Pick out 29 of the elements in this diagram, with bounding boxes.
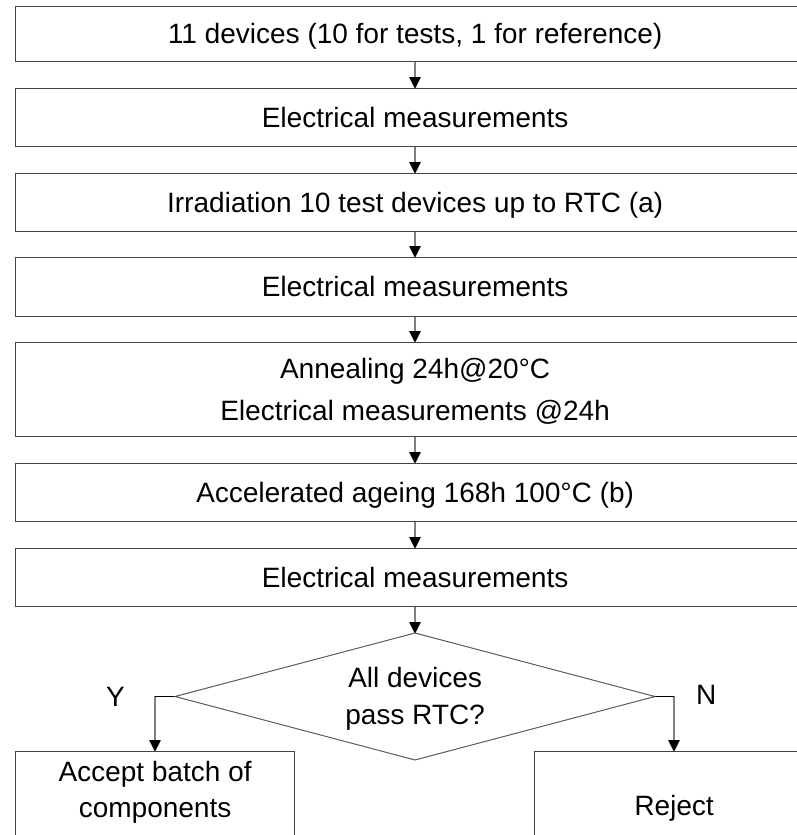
- arrow: [149, 696, 176, 752]
- process-box: [15, 6, 797, 62]
- node-text: All devices pass RTC?: [344, 661, 486, 732]
- arrow: [654, 696, 680, 752]
- node-text: Electrical measurements: [262, 560, 568, 594]
- node-text: 11 devices (10 for tests, 1 for reference): [168, 17, 662, 51]
- arrow: [409, 232, 421, 258]
- arrow: [409, 146, 421, 174]
- process-box: [15, 173, 797, 232]
- arrow: [409, 522, 421, 549]
- process-box: [15, 463, 797, 522]
- node-text: Electrical measurements: [262, 100, 568, 134]
- process-box: [15, 342, 797, 437]
- arrow: [409, 316, 421, 343]
- node-text: Reject: [634, 788, 714, 823]
- arrow: [409, 606, 421, 634]
- node-text: Electrical measurements: [262, 270, 568, 304]
- process-box: [15, 257, 797, 317]
- node-text: Electrical measurements @24h: [220, 394, 610, 428]
- process-box: [534, 751, 797, 835]
- node-text: Annealing 24h@20°C: [280, 352, 550, 386]
- arrow: [409, 62, 421, 89]
- process-box: [15, 751, 295, 835]
- arrow: [409, 436, 421, 464]
- node-text: Irradiation 10 test devices up to RTC (a): [167, 186, 663, 220]
- process-box: [15, 548, 797, 607]
- process-box: [15, 88, 797, 147]
- node-text: Accept batch of components: [57, 755, 252, 826]
- node-text: Accelerated ageing 168h 100°C (b): [196, 476, 634, 510]
